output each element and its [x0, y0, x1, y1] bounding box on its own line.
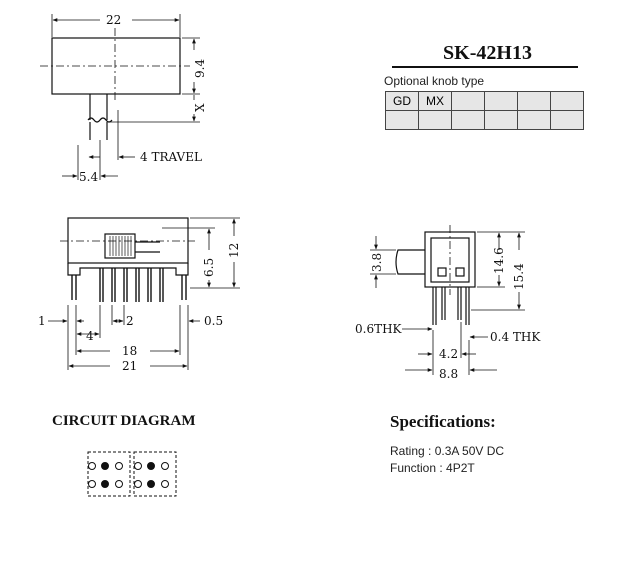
dim-3-8: 3.8	[370, 253, 384, 272]
dim-15-4: 15.4	[512, 263, 526, 290]
dim-8-8: 8.8	[439, 367, 458, 381]
dim-5-4: 5.4	[79, 170, 98, 184]
title-underline	[392, 66, 578, 68]
knob-cell: GD	[385, 91, 419, 111]
dim-21: 21	[122, 359, 137, 373]
circuit-diagram	[87, 451, 177, 497]
knob-cell	[484, 91, 518, 111]
spec-rating: Rating : 0.3A 50V DC	[390, 444, 505, 458]
knob-cell	[517, 91, 551, 111]
knob-row	[385, 110, 584, 130]
dim-travel: 4 TRAVEL	[140, 150, 202, 164]
knob-row: GD MX	[385, 91, 584, 111]
dim-0-6-thk: 0.6THK	[355, 322, 403, 336]
knob-cell	[484, 110, 518, 130]
dim-22: 22	[106, 13, 121, 27]
top-view	[40, 14, 200, 180]
front-view	[48, 217, 240, 370]
circuit-diagram-title: CIRCUIT DIAGRAM	[52, 413, 196, 429]
part-number-title: SK-42H13	[443, 42, 532, 64]
knob-cell	[550, 110, 584, 130]
dim-0-4-thk: 0.4 THK	[490, 330, 541, 344]
dim-18: 18	[122, 344, 137, 358]
dim-6-5: 6.5	[202, 258, 216, 277]
dim-12: 12	[227, 243, 241, 258]
dim-14-6: 14.6	[492, 247, 506, 274]
knob-cell	[451, 91, 485, 111]
knob-cell	[550, 91, 584, 111]
specifications-title: Specifications:	[390, 412, 496, 431]
knob-cell	[418, 110, 452, 130]
dim-9-4: 9.4	[193, 59, 207, 78]
dim-0-5: 0.5	[204, 314, 223, 328]
dim-4: 4	[86, 329, 94, 343]
dim-2: 2	[126, 314, 134, 328]
dim-x: X	[193, 103, 207, 112]
dim-1: 1	[38, 314, 46, 328]
side-view	[370, 225, 525, 375]
dim-4-2: 4.2	[439, 347, 458, 361]
spec-function: Function : 4P2T	[390, 461, 475, 475]
knob-cell	[451, 110, 485, 130]
knob-type-table: GD MX	[385, 91, 584, 130]
knob-caption: Optional knob type	[384, 74, 485, 88]
knob-cell: MX	[418, 91, 452, 111]
knob-cell	[385, 110, 419, 130]
knob-cell	[517, 110, 551, 130]
